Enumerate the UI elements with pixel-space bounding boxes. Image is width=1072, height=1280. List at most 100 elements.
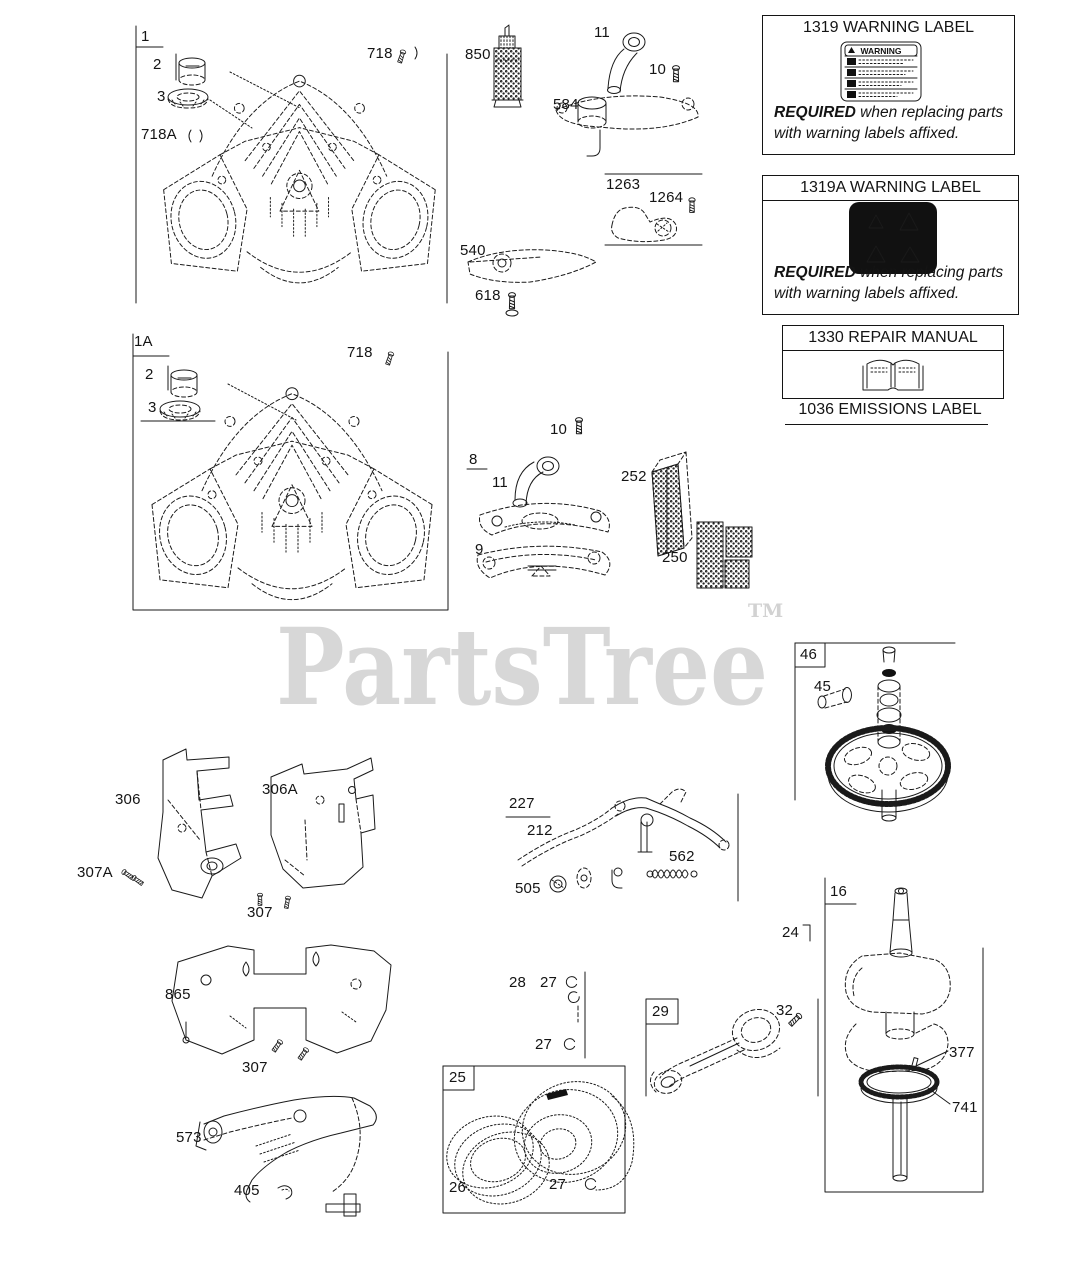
emissions-label-1036: 1036 EMISSIONS LABEL	[798, 401, 982, 418]
part-1263-drawing	[611, 206, 677, 243]
callout-1264: 1264	[649, 189, 684, 206]
callout-562: 562	[669, 848, 695, 865]
repair-manual-title: 1330 REPAIR MANUAL	[808, 329, 978, 346]
callout-618: 618	[475, 287, 501, 304]
callout-45: 45	[814, 678, 832, 695]
callout-11b: 11	[492, 474, 508, 491]
part-865-drawing	[171, 944, 392, 1055]
part-540-drawing	[467, 249, 597, 283]
callout-850: 850	[465, 46, 491, 63]
part-10-screw	[575, 417, 583, 435]
required-rest: when replacing parts	[855, 104, 1004, 121]
part-306A-drawing	[270, 757, 376, 889]
warning-1319A-label-graphic	[849, 202, 937, 274]
part-8-cover-drawing	[479, 502, 610, 536]
watermark-text: PartsTree	[276, 604, 768, 729]
callout-27b: 27	[535, 1036, 553, 1053]
callout-307b: 307	[242, 1059, 268, 1076]
callout-306: 306	[115, 791, 141, 808]
cylinder-assembly-1-drawing	[162, 74, 437, 284]
callout-307A: 307A	[77, 864, 113, 881]
part-27-28-pin-clips	[563, 976, 582, 1050]
part-252-drawing	[651, 451, 693, 557]
part-16-crankshaft-drawing	[844, 887, 951, 1182]
repair-manual-1330-box: 1330 REPAIR MANUAL	[782, 325, 1004, 399]
required-rest: when replacing parts	[855, 264, 1004, 281]
callout-307a: 307	[247, 904, 273, 921]
part-306-drawing	[157, 748, 242, 899]
callout-3b: 3	[148, 399, 157, 416]
callout-46: 46	[800, 646, 818, 663]
part-227-governor-drawing	[517, 788, 730, 893]
callout-25: 25	[449, 1069, 467, 1086]
parts-box1A-small	[159, 350, 395, 421]
part-307-screw-2	[283, 895, 292, 910]
part-307b-screw-2	[296, 1046, 310, 1062]
callout-27a: 27	[540, 974, 558, 991]
warning-1319-title: 1319 WARNING LABEL	[802, 19, 975, 36]
callout-2b: 2	[145, 366, 154, 383]
emissions-label-underline	[785, 424, 988, 425]
callout-3a: 3	[157, 88, 166, 105]
warning-label-1319A-box: 1319A WARNING LABEL REQUIRED when replac…	[762, 175, 1019, 315]
part-307A-screw-2	[130, 874, 145, 887]
callout-9: 9	[475, 541, 484, 558]
part-250-drawing	[696, 521, 753, 589]
cylinder-assembly-1A-drawing	[150, 387, 434, 601]
warning-1319A-title: 1319A WARNING LABEL	[800, 179, 981, 196]
group-frames	[132, 25, 984, 1214]
callout-718A: 718A	[141, 126, 177, 143]
callout-405: 405	[234, 1182, 260, 1199]
callout-718b: 718	[347, 344, 373, 361]
part-25-piston-drawing	[513, 1081, 635, 1191]
part-29-rod-drawing	[650, 1008, 781, 1094]
callout-250: 250	[662, 549, 688, 566]
part-850-drawing	[491, 24, 524, 108]
callout-1: 1	[141, 28, 150, 45]
callout-252: 252	[621, 468, 647, 485]
callout-718a: 718	[367, 45, 393, 62]
repair-manual-book-icon	[862, 359, 924, 391]
warning-1319-label-graphic: WARNING	[840, 41, 922, 102]
parts-box1-small	[167, 46, 418, 143]
part-11-elbow-drawing	[512, 456, 560, 508]
part-46-camshaft-drawing	[825, 646, 951, 822]
callout-741: 741	[952, 1099, 978, 1116]
callout-1263: 1263	[606, 176, 641, 193]
callout-8: 8	[469, 451, 478, 468]
callout-1A: 1A	[134, 333, 153, 350]
callout-227: 227	[509, 795, 535, 812]
part-584-drawing	[555, 95, 699, 157]
callout-505: 505	[515, 880, 541, 897]
callout-212: 212	[527, 822, 553, 839]
part-618-drawing	[505, 292, 519, 317]
callout-2a: 2	[153, 56, 162, 73]
warning-label-1319-box: 1319 WARNING LABEL WARNING REQUIRED when…	[762, 15, 1015, 155]
callout-865: 865	[165, 986, 191, 1003]
callout-377: 377	[949, 1044, 975, 1061]
required-word: REQUIRED	[774, 104, 856, 121]
part-11-top-drawing	[607, 32, 646, 94]
callout-26: 26	[449, 1179, 467, 1196]
callout-11a: 11	[594, 24, 610, 41]
warning-1319A-required-line2: with warning labels affixed.	[774, 285, 960, 302]
part-1264-screw	[688, 197, 696, 213]
callout-24: 24	[782, 924, 800, 941]
callout-573: 573	[176, 1129, 202, 1146]
watermark-tm: TM	[748, 600, 783, 622]
callout-32: 32	[776, 1002, 794, 1019]
callout-540: 540	[460, 242, 486, 259]
callout-27c: 27	[549, 1176, 567, 1193]
part-405-drawing	[277, 1185, 293, 1200]
callout-29: 29	[652, 1003, 670, 1020]
warning-1319-required-line2: with warning labels affixed.	[774, 125, 960, 142]
warning-1319A-required-line: REQUIRED when replacing parts	[774, 264, 1003, 282]
callout-584: 584	[553, 96, 579, 113]
warning-1319-required-line: REQUIRED when replacing parts	[774, 104, 1003, 122]
callout-10b: 10	[550, 421, 568, 438]
required-word: REQUIRED	[774, 264, 856, 281]
part-9-gasket-drawing	[476, 545, 611, 579]
part-45-pin-drawing	[817, 687, 852, 709]
part-307b-screw-1	[270, 1038, 284, 1054]
